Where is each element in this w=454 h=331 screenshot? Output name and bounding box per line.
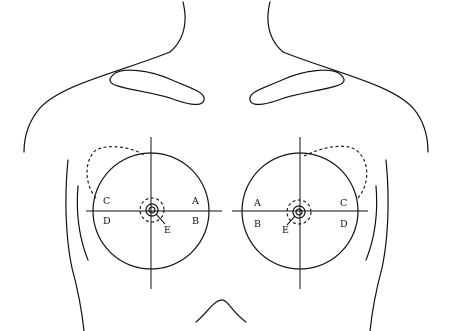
- left-label-lower-inner: B: [192, 216, 199, 227]
- right-flank-outline: [370, 160, 388, 331]
- right-shoulder-torso-outline: [283, 52, 428, 152]
- right-nipple-inner: [296, 209, 302, 215]
- left-clavicle: [110, 70, 204, 104]
- right-label-upper-outer: C: [340, 198, 347, 209]
- left-flank-outline: [66, 160, 84, 331]
- right-label-lower-inner: B: [254, 219, 261, 230]
- neck-right-outline: [268, 2, 283, 52]
- right-label-upper-inner: A: [253, 198, 261, 209]
- left-shoulder-torso-outline: [24, 52, 170, 152]
- right-label-central: E: [282, 225, 289, 236]
- left-arm-outline: [77, 186, 88, 260]
- left-label-upper-outer: C: [103, 196, 110, 207]
- neck-left-outline: [170, 2, 185, 52]
- left-label-central: E: [164, 225, 171, 236]
- right-label-lower-outer: D: [340, 219, 348, 230]
- right-breast-group: A B C D E: [232, 137, 368, 289]
- left-label-lower-outer: D: [103, 216, 111, 227]
- left-label-upper-inner: A: [191, 196, 199, 207]
- right-clavicle: [250, 70, 344, 104]
- right-central-pointer: [287, 216, 295, 225]
- lower-torso-mark: [196, 300, 246, 322]
- left-nipple-inner: [149, 207, 155, 213]
- left-central-pointer: [156, 214, 165, 224]
- right-arm-outline: [366, 186, 377, 260]
- left-breast-group: C D A B E: [86, 137, 222, 289]
